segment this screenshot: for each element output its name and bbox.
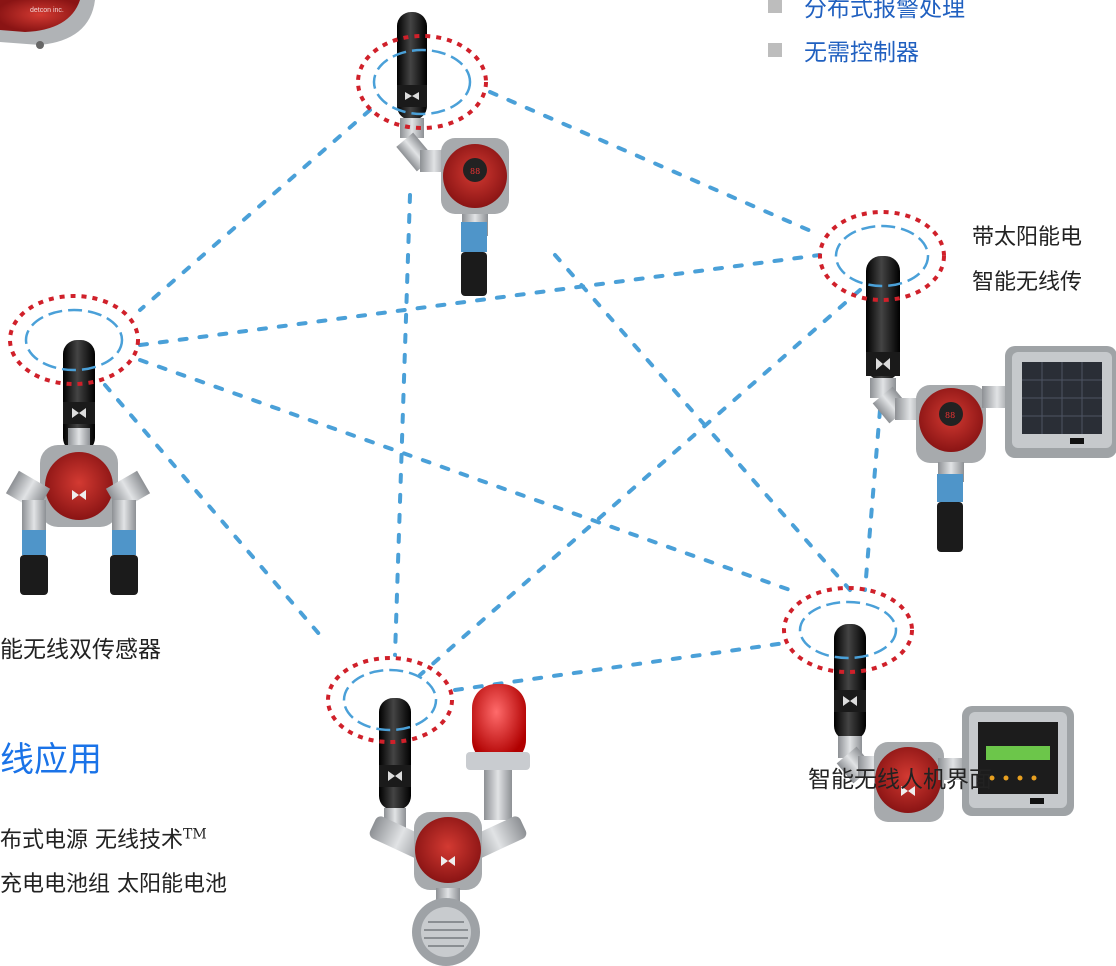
antenna	[866, 256, 900, 380]
link-top-left	[138, 108, 372, 312]
bullet-item: 无需控制器	[768, 28, 965, 72]
link-left-right	[138, 253, 822, 347]
svg-text:88: 88	[470, 167, 480, 176]
link-right-hmi	[863, 408, 882, 592]
feature-line-2: 充电电池组 太阳能电池	[0, 872, 227, 897]
ring-hmi	[782, 586, 914, 674]
link-right-bottom	[418, 288, 862, 677]
bullet-square-icon	[768, 0, 782, 13]
feature-bullets: 分布式报警处理 无需控制器	[768, 0, 965, 72]
device-solar: 88	[866, 256, 1116, 552]
feature-line-1: 布式电源 无线技术TM	[0, 822, 207, 854]
link-left-bottom	[103, 383, 322, 637]
link-bottom-hmi	[453, 641, 787, 692]
bullet-square-icon	[768, 43, 782, 57]
link-left-hmi	[138, 358, 792, 592]
antenna	[379, 698, 411, 810]
ring-top	[356, 34, 488, 130]
bullet-item: 分布式报警处理	[768, 0, 965, 28]
link-top-hmi	[553, 253, 852, 592]
brand-text: detcon inc.	[30, 7, 64, 14]
range-rings	[8, 34, 946, 744]
device-alarm	[369, 684, 530, 966]
bullet-label: 无需控制器	[804, 40, 919, 66]
section-title: 线应用	[0, 740, 102, 780]
antenna	[834, 624, 866, 740]
trademark-sup: TM	[183, 826, 207, 843]
ring-right	[818, 210, 946, 302]
hmi-label: 智能无线人机界面	[808, 767, 992, 793]
device-top: 88	[396, 12, 509, 296]
svg-text:88: 88	[945, 411, 955, 420]
partial-device-corner: detcon inc.	[0, 0, 95, 49]
device-hmi	[834, 624, 1074, 822]
beacon	[472, 684, 526, 764]
ring-bottom	[326, 656, 454, 744]
link-top-bottom	[393, 193, 412, 657]
solar-label-line1: 带太阳能电	[972, 225, 1083, 250]
link-top-right	[488, 90, 822, 237]
mesh-links	[103, 90, 882, 692]
solar-label-line2: 智能无线传	[972, 270, 1083, 295]
dual-sensor-label: 能无线双传感器	[0, 637, 161, 663]
feature-line-1-text: 布式电源 无线技术	[0, 828, 183, 853]
device-dual-sensor	[5, 340, 151, 595]
bullet-label: 分布式报警处理	[804, 0, 965, 22]
ring-left	[8, 294, 140, 386]
